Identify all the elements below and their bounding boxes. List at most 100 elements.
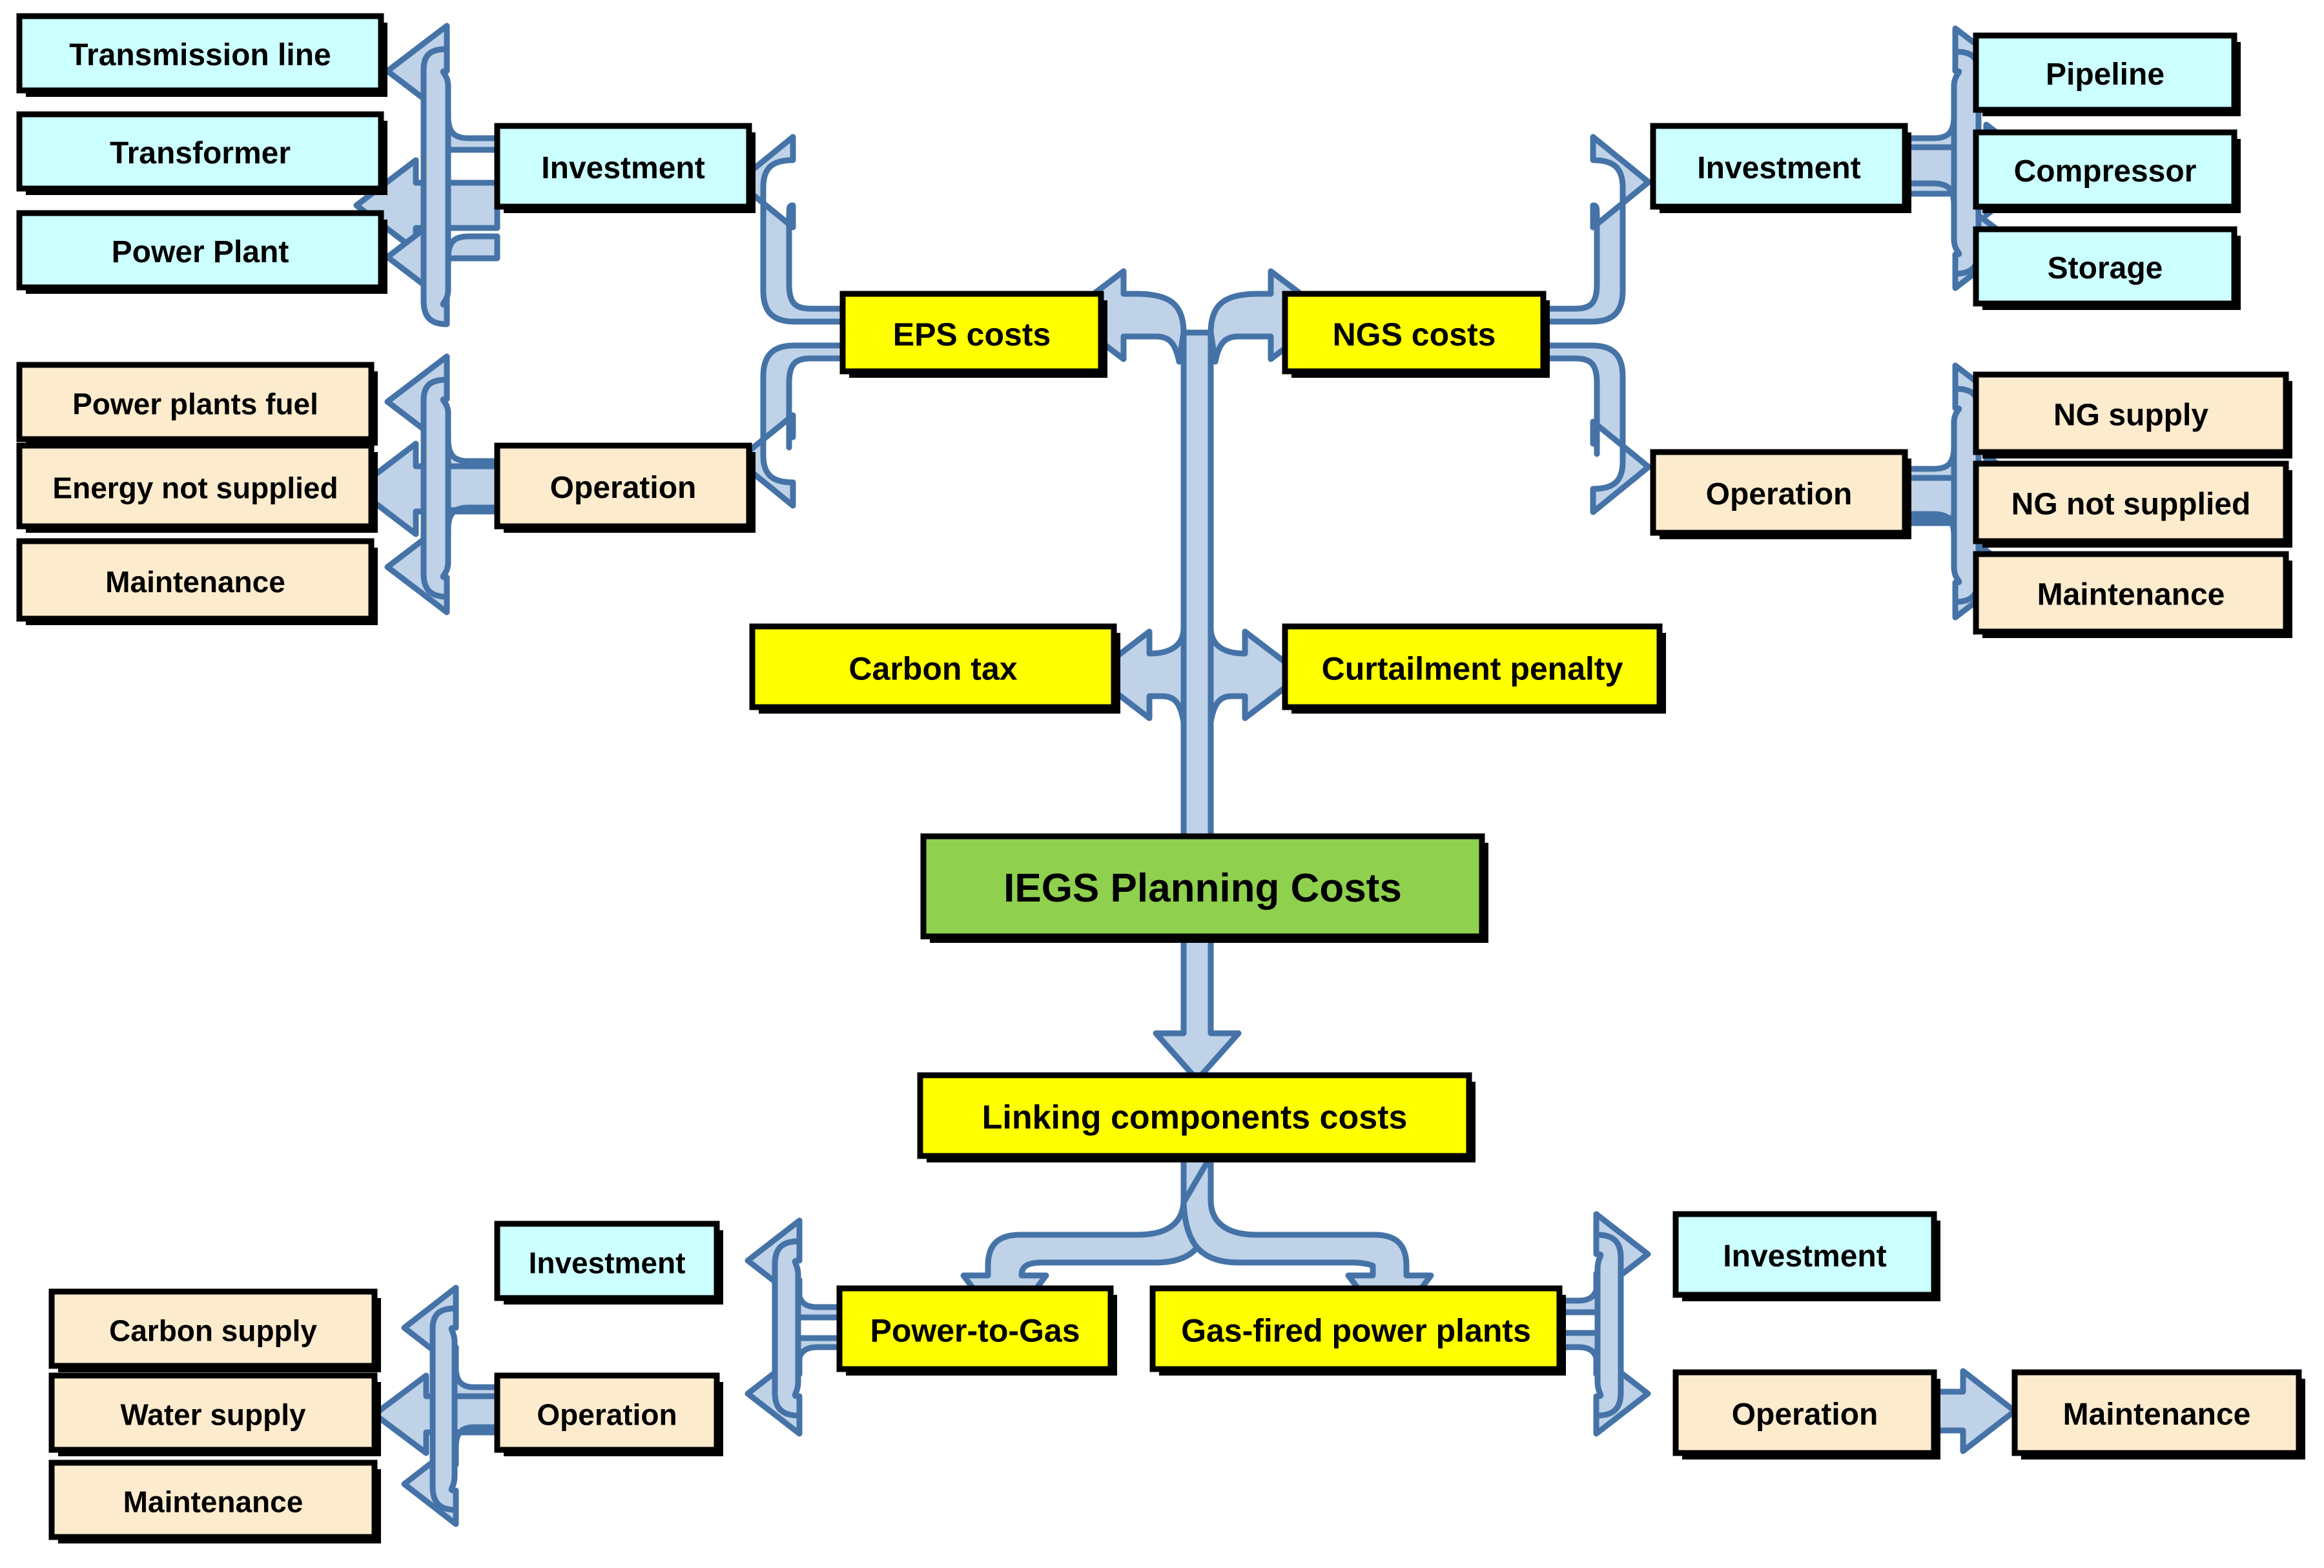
arrow-ngs-investment-spine: [1951, 48, 1982, 277]
box-maintenance-p2g[interactable]: Maintenance: [48, 1460, 381, 1543]
box-maintenance-eps-rect[interactable]: [16, 538, 375, 622]
box-ng-not-supplied-rect[interactable]: [1973, 460, 2289, 544]
arrow-eps-operation-spine: [420, 377, 451, 600]
box-maintenance-ngs-rect[interactable]: [1973, 551, 2289, 635]
box-linking-components-rect[interactable]: [917, 1072, 1472, 1159]
box-transformer-rect[interactable]: [16, 111, 384, 192]
box-ng-supply[interactable]: NG supply: [1973, 371, 2292, 459]
box-maintenance-gfpp-rect[interactable]: [2011, 1369, 2302, 1456]
box-p2g-operation[interactable]: Operation: [494, 1372, 723, 1456]
box-maintenance-ngs[interactable]: Maintenance: [1973, 551, 2292, 638]
box-power-to-gas-label: Power-to-Gas: [870, 1313, 1080, 1349]
box-curtailment-penalty-rect[interactable]: [1282, 623, 1663, 710]
box-power-plant-rect[interactable]: [16, 210, 384, 291]
box-ngs-costs-label: NGS costs: [1333, 316, 1496, 353]
box-ngs-investment-label: Investment: [1697, 151, 1860, 185]
box-carbon-supply-rect[interactable]: [48, 1288, 378, 1369]
box-curtailment-penalty[interactable]: Curtailment penalty: [1282, 623, 1666, 714]
box-gfpp-investment[interactable]: Investment: [1672, 1211, 1940, 1301]
arrow-eps-investment-spine: [420, 46, 451, 327]
box-p2g-investment-label: Investment: [529, 1246, 686, 1280]
box-ngs-costs[interactable]: NGS costs: [1282, 291, 1550, 378]
box-maintenance-gfpp[interactable]: Maintenance: [2011, 1369, 2305, 1460]
box-storage-label: Storage: [2048, 251, 2163, 285]
box-energy-not-supplied-rect[interactable]: [16, 442, 375, 530]
box-pipeline-label: Pipeline: [2046, 57, 2165, 92]
box-ngs-operation[interactable]: Operation: [1650, 449, 1911, 539]
box-power-to-gas[interactable]: Power-to-Gas: [836, 1285, 1117, 1376]
box-eps-costs[interactable]: EPS costs: [839, 291, 1107, 378]
box-storage[interactable]: Storage: [1973, 226, 2241, 310]
box-iegs-planning-costs[interactable]: IEGS Planning Costs: [920, 833, 1488, 943]
box-storage-rect[interactable]: [1973, 226, 2237, 307]
box-transmission-line[interactable]: Transmission line: [16, 13, 387, 97]
box-transformer[interactable]: Transformer: [16, 111, 387, 195]
box-maintenance-eps[interactable]: Maintenance: [16, 538, 378, 625]
box-eps-investment[interactable]: Investment: [494, 123, 756, 213]
box-transmission-line-rect[interactable]: [16, 13, 384, 94]
arrow-iegs-to-linking-components: [1153, 932, 1242, 1083]
box-compressor-rect[interactable]: [1973, 129, 2237, 210]
box-maintenance-ngs-label: Maintenance: [2037, 578, 2225, 612]
box-ng-supply-rect[interactable]: [1973, 371, 2289, 455]
box-carbon-supply-label: Carbon supply: [109, 1314, 317, 1348]
box-compressor-label: Compressor: [2014, 154, 2197, 189]
box-power-plant-label: Power Plant: [112, 235, 289, 269]
box-transmission-line-label: Transmission line: [69, 38, 331, 72]
arrow-ngs-costs-to-investment: [1540, 134, 1652, 325]
box-compressor[interactable]: Compressor: [1973, 129, 2241, 213]
box-gfpp-investment-rect[interactable]: [1672, 1211, 1937, 1298]
arrow-gfpp-spine: [1593, 1232, 1624, 1419]
box-ng-not-supplied-label: NG not supplied: [2011, 488, 2251, 522]
box-gfpp-investment-label: Investment: [1723, 1239, 1886, 1274]
box-power-to-gas-rect[interactable]: [836, 1285, 1114, 1372]
box-ngs-investment[interactable]: Investment: [1650, 123, 1911, 213]
box-p2g-operation-label: Operation: [537, 1398, 677, 1432]
box-gas-fired-power-rect[interactable]: [1149, 1285, 1563, 1372]
box-carbon-tax[interactable]: Carbon tax: [749, 623, 1120, 714]
box-maintenance-p2g-rect[interactable]: [48, 1460, 378, 1540]
box-maintenance-gfpp-label: Maintenance: [2063, 1398, 2251, 1432]
box-pipeline-rect[interactable]: [1973, 32, 2237, 113]
box-pipeline[interactable]: Pipeline: [1973, 32, 2241, 116]
box-water-supply-label: Water supply: [120, 1398, 306, 1432]
box-p2g-investment-rect[interactable]: [494, 1221, 720, 1301]
box-linking-components[interactable]: Linking components costs: [917, 1072, 1476, 1162]
box-ngs-operation-rect[interactable]: [1650, 449, 1908, 536]
box-eps-operation-label: Operation: [550, 471, 697, 505]
box-iegs-planning-costs-rect[interactable]: [920, 833, 1485, 940]
box-eps-investment-rect[interactable]: [494, 123, 752, 210]
box-eps-operation[interactable]: Operation: [494, 442, 756, 533]
box-gas-fired-power[interactable]: Gas-fired power plants: [1149, 1285, 1566, 1376]
box-ngs-investment-rect[interactable]: [1650, 123, 1908, 210]
box-gas-fired-power-label: Gas-fired power plants: [1181, 1313, 1531, 1349]
box-maintenance-eps-label: Maintenance: [105, 565, 285, 599]
box-gfpp-operation-rect[interactable]: [1672, 1369, 1937, 1456]
box-eps-costs-label: EPS costs: [893, 316, 1051, 353]
box-power-plant[interactable]: Power Plant: [16, 210, 387, 294]
trunk-upper-segment: [1180, 329, 1214, 843]
arrow-p2g-operation-spine: [429, 1305, 459, 1513]
box-eps-investment-label: Investment: [541, 151, 704, 185]
box-maintenance-p2g-label: Maintenance: [123, 1485, 303, 1519]
box-carbon-supply[interactable]: Carbon supply: [48, 1288, 381, 1372]
box-water-supply-rect[interactable]: [48, 1372, 378, 1453]
box-eps-operation-rect[interactable]: [494, 442, 752, 530]
box-gfpp-operation[interactable]: Operation: [1672, 1369, 1940, 1460]
box-power-plants-fuel[interactable]: Power plants fuel: [16, 362, 378, 446]
box-water-supply[interactable]: Water supply: [48, 1372, 381, 1456]
box-eps-costs-rect[interactable]: [839, 291, 1104, 375]
box-transformer-label: Transformer: [110, 136, 291, 170]
box-carbon-tax-label: Carbon tax: [848, 651, 1017, 687]
box-power-plants-fuel-rect[interactable]: [16, 362, 375, 442]
box-ngs-costs-rect[interactable]: [1282, 291, 1547, 375]
box-p2g-investment[interactable]: Investment: [494, 1221, 723, 1305]
box-energy-not-supplied-label: Energy not supplied: [52, 471, 338, 505]
box-p2g-operation-rect[interactable]: [494, 1372, 720, 1453]
arrow-ngs-operation-spine: [1951, 386, 1982, 605]
box-ng-not-supplied[interactable]: NG not supplied: [1973, 460, 2292, 548]
box-carbon-tax-rect[interactable]: [749, 623, 1117, 710]
box-power-plants-fuel-label: Power plants fuel: [72, 387, 318, 421]
box-energy-not-supplied[interactable]: Energy not supplied: [16, 442, 378, 533]
